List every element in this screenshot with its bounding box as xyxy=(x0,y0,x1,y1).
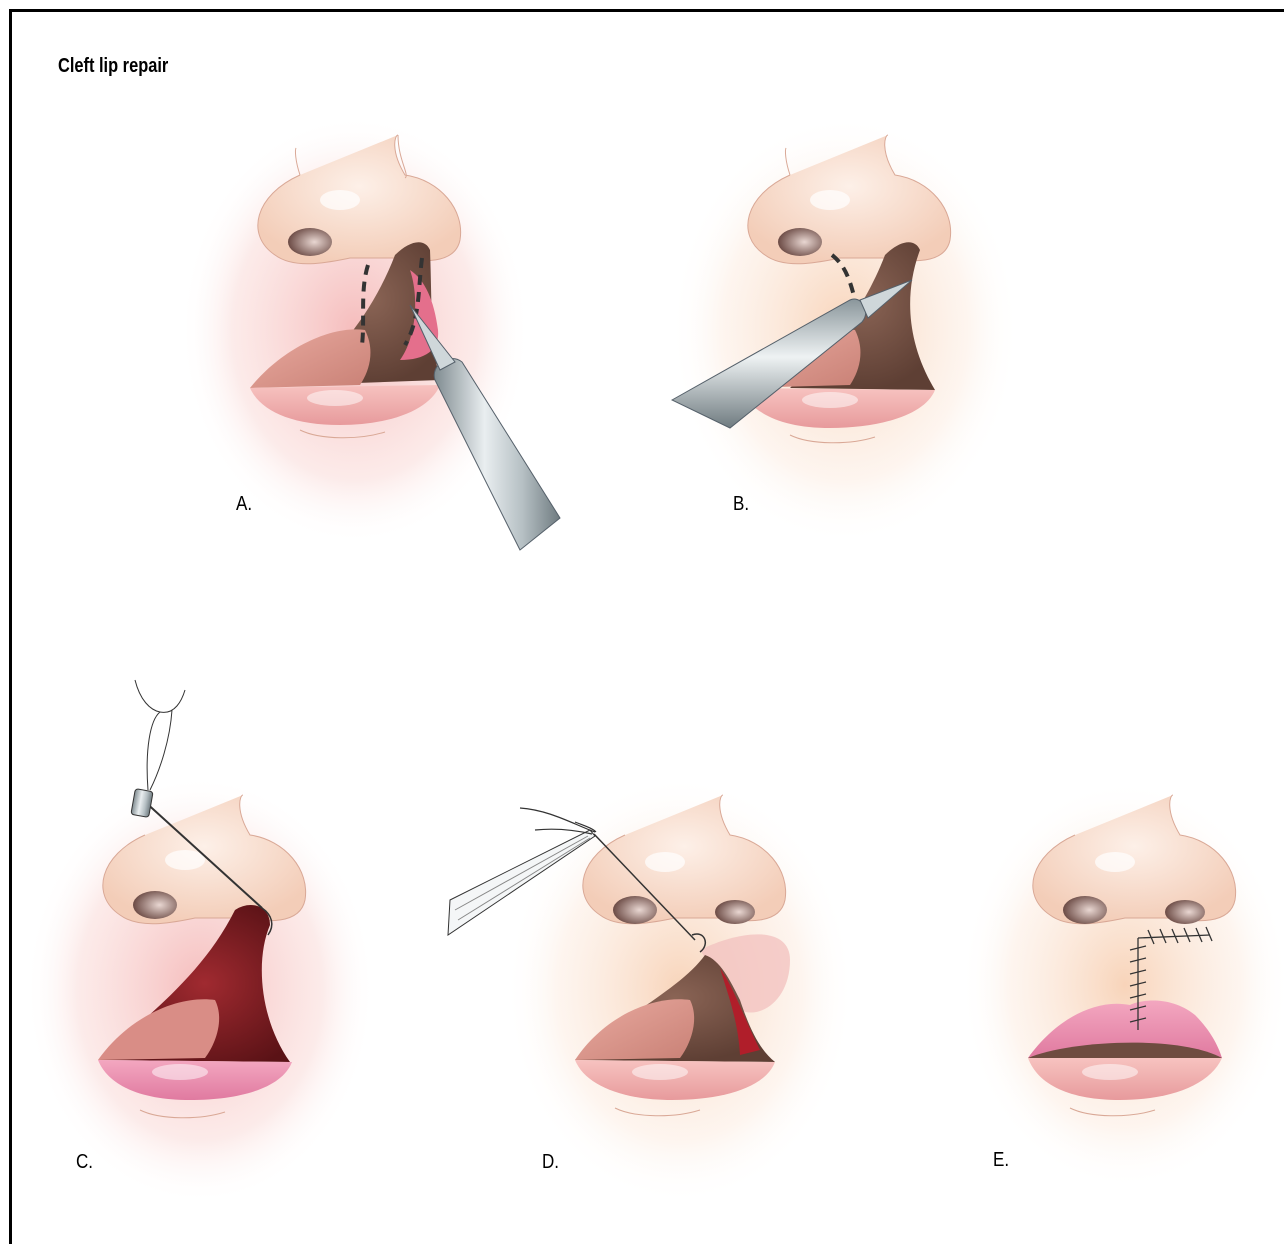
left-nostril xyxy=(133,891,177,919)
left-nostril xyxy=(1063,896,1107,924)
panel-b-drawing xyxy=(670,115,1020,545)
panel-label-b: B. xyxy=(733,493,749,516)
left-nostril xyxy=(778,228,822,256)
panel-e-drawing xyxy=(960,780,1284,1190)
needle-holder-tip xyxy=(131,789,153,818)
panel-c-drawing xyxy=(25,680,375,1205)
suture-thread xyxy=(135,680,185,790)
panel-d-drawing xyxy=(448,775,855,1205)
right-nostril xyxy=(1165,900,1205,924)
panel-a-drawing xyxy=(180,115,560,550)
panel-label-e: E. xyxy=(993,1149,1009,1172)
left-nostril xyxy=(288,228,332,256)
panel-label-d: D. xyxy=(542,1151,559,1174)
panel-label-c: C. xyxy=(76,1151,93,1174)
panel-label-a: A. xyxy=(236,493,252,516)
left-nostril xyxy=(613,896,657,924)
right-nostril xyxy=(715,900,755,924)
